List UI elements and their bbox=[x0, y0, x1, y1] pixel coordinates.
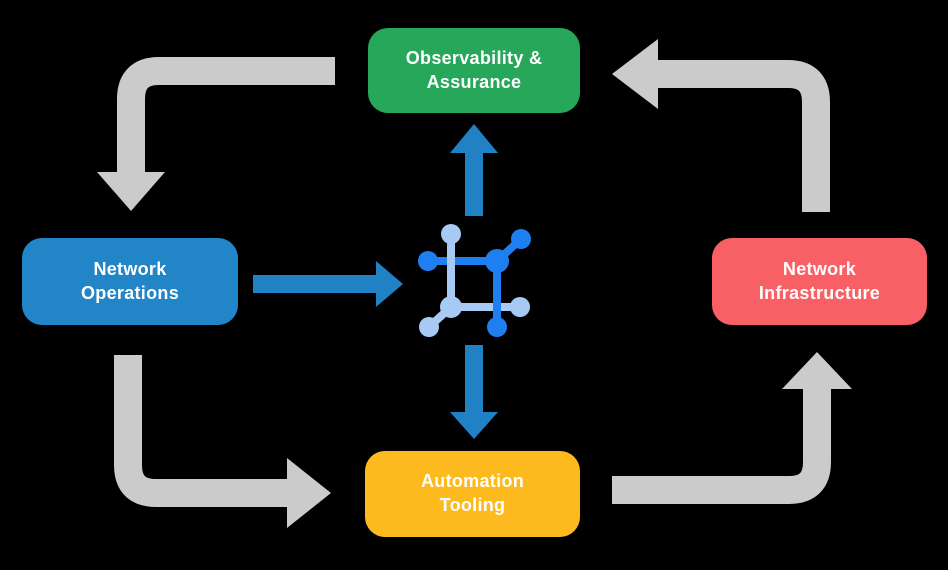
arrow-operations-to-core bbox=[253, 261, 403, 307]
node-infrastructure-label: Network Infrastructure bbox=[758, 258, 881, 303]
network-fabric-icon bbox=[418, 224, 531, 337]
node-observability-assurance: Observability & Assurance bbox=[368, 28, 580, 113]
icon-node-right bbox=[510, 297, 530, 317]
node-network-infrastructure: Network Infrastructure bbox=[712, 238, 927, 325]
arrow-operations-to-automation bbox=[114, 355, 331, 528]
icon-node-top-right bbox=[511, 229, 531, 249]
node-operations-label: Network Operations bbox=[80, 258, 180, 303]
icon-node-bottom-left bbox=[419, 317, 439, 337]
icon-node-bottom bbox=[487, 317, 507, 337]
node-automation-tooling: Automation Tooling bbox=[365, 451, 580, 537]
arrow-core-to-automation bbox=[450, 345, 498, 439]
node-observability-label: Observability & Assurance bbox=[405, 47, 543, 92]
node-network-operations: Network Operations bbox=[22, 238, 238, 325]
arrow-observability-to-operations bbox=[97, 57, 335, 211]
node-automation-label: Automation Tooling bbox=[421, 471, 524, 515]
arrow-automation-to-infrastructure bbox=[612, 352, 852, 504]
arrow-core-to-observability bbox=[450, 124, 498, 216]
icon-node-top bbox=[441, 224, 461, 244]
icon-junction-top-right bbox=[485, 249, 509, 273]
icon-junction-bottom-left bbox=[440, 296, 462, 318]
icon-node-left bbox=[418, 251, 438, 271]
arrow-infrastructure-to-observability bbox=[612, 39, 830, 212]
